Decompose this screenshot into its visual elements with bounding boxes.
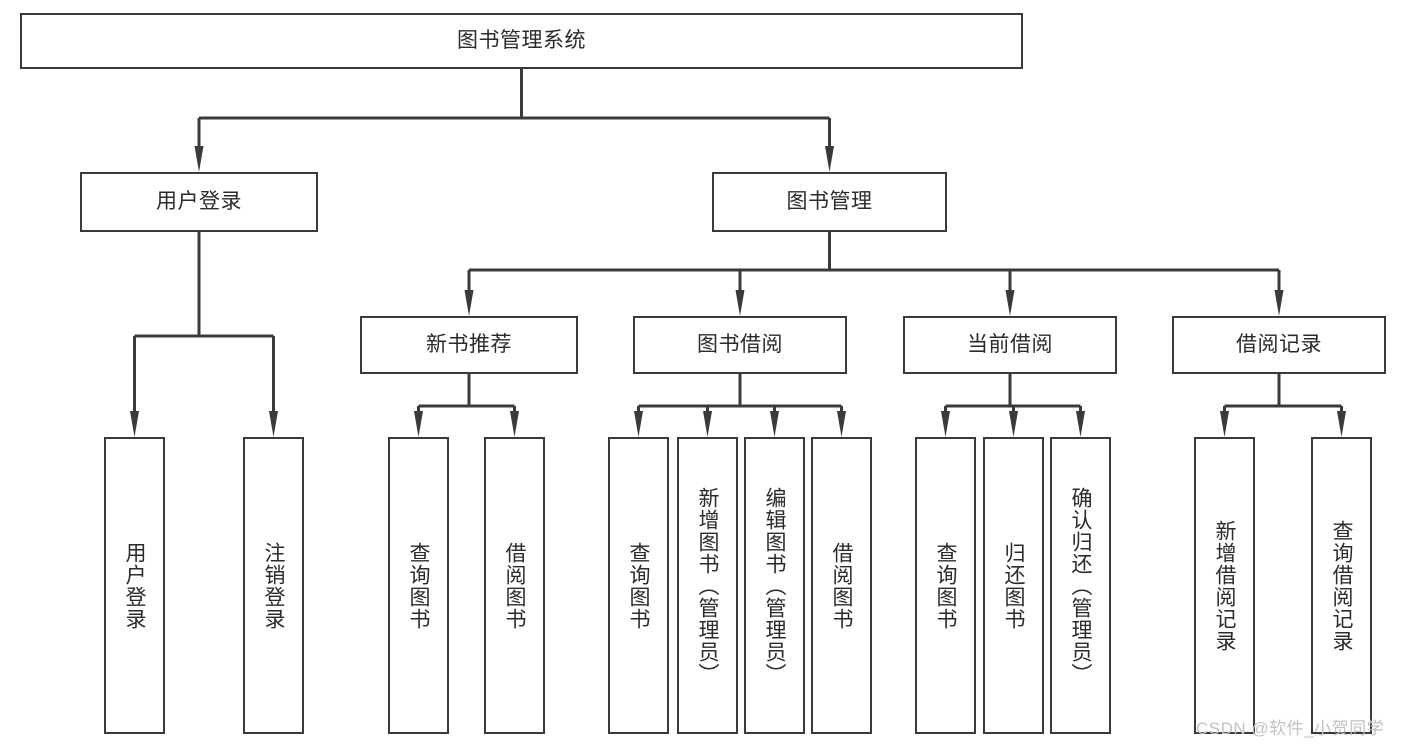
node-label: 编辑图书（管理员） — [763, 486, 786, 685]
node-new-book-rec[interactable]: 新书推荐 — [360, 316, 578, 374]
arrow-leaf_edit_book — [770, 411, 779, 437]
node-leaf-borrow-book-b[interactable]: 借阅图书 — [811, 437, 872, 734]
node-leaf-query-record[interactable]: 查询借阅记录 — [1311, 437, 1372, 734]
node-label: 查询借阅记录 — [1330, 519, 1353, 652]
arrow-leaf_logout — [269, 411, 278, 437]
node-leaf-query-book-b[interactable]: 查询图书 — [608, 437, 669, 734]
node-leaf-query-book-c[interactable]: 查询图书 — [915, 437, 976, 734]
node-leaf-confirm-return[interactable]: 确认归还（管理员） — [1050, 437, 1111, 734]
arrow-leaf_return_book — [1009, 411, 1018, 437]
node-label: 当前借阅 — [967, 333, 1053, 357]
node-label: 借阅图书 — [830, 541, 853, 630]
arrow-borrow_record — [1274, 290, 1284, 316]
node-label: 图书管理系统 — [457, 29, 586, 53]
node-current-borrow[interactable]: 当前借阅 — [903, 316, 1117, 374]
node-leaf-borrow-book-a[interactable]: 借阅图书 — [484, 437, 545, 734]
arrow-book_manage — [825, 146, 834, 172]
node-label: 注销登录 — [262, 541, 285, 630]
arrow-leaf_add_book — [703, 411, 712, 437]
node-leaf-query-book-a[interactable]: 查询图书 — [388, 437, 449, 734]
arrow-leaf_query_book_b — [634, 411, 643, 437]
node-book-borrow[interactable]: 图书借阅 — [633, 316, 847, 374]
arrow-leaf_query_book_a — [414, 411, 423, 437]
node-label: 新增借阅记录 — [1213, 519, 1236, 652]
node-user-login[interactable]: 用户登录 — [80, 172, 318, 232]
arrow-user_login — [194, 146, 204, 172]
node-label: 新书推荐 — [426, 333, 512, 357]
arrow-leaf_confirm_return — [1076, 411, 1085, 437]
node-leaf-user-login[interactable]: 用户登录 — [104, 437, 165, 734]
arrow-leaf_user_login — [130, 411, 139, 437]
arrow-leaf_add_record — [1220, 411, 1229, 437]
node-borrow-record[interactable]: 借阅记录 — [1172, 316, 1386, 374]
node-label: 用户登录 — [123, 541, 146, 630]
arrow-current_borrow — [1005, 290, 1015, 316]
node-book-manage[interactable]: 图书管理 — [712, 172, 947, 232]
node-leaf-add-record[interactable]: 新增借阅记录 — [1194, 437, 1255, 734]
node-root[interactable]: 图书管理系统 — [20, 13, 1023, 69]
node-label: 查询图书 — [407, 541, 430, 630]
arrow-leaf_borrow_book_a — [510, 411, 519, 437]
node-label: 图书借阅 — [697, 333, 783, 357]
node-label: 图书管理 — [786, 190, 873, 214]
node-leaf-logout[interactable]: 注销登录 — [243, 437, 304, 734]
arrow-leaf_query_book_c — [941, 411, 950, 437]
node-leaf-add-book[interactable]: 新增图书（管理员） — [677, 437, 738, 734]
node-label: 查询图书 — [627, 541, 650, 630]
node-label: 归还图书 — [1002, 541, 1025, 630]
arrow-leaf_query_record — [1337, 411, 1346, 437]
arrow-leaf_borrow_book_b — [837, 411, 846, 437]
arrow-new_book_rec — [464, 290, 474, 316]
node-label: 新增图书（管理员） — [696, 486, 719, 685]
node-leaf-return-book[interactable]: 归还图书 — [983, 437, 1044, 734]
node-label: 借阅记录 — [1236, 333, 1322, 357]
node-label: 借阅图书 — [503, 541, 526, 630]
node-label: 确认归还（管理员） — [1069, 486, 1092, 685]
node-label: 查询图书 — [934, 541, 957, 630]
arrow-book_borrow — [735, 290, 745, 316]
node-leaf-edit-book[interactable]: 编辑图书（管理员） — [744, 437, 805, 734]
node-label: 用户登录 — [156, 190, 242, 214]
